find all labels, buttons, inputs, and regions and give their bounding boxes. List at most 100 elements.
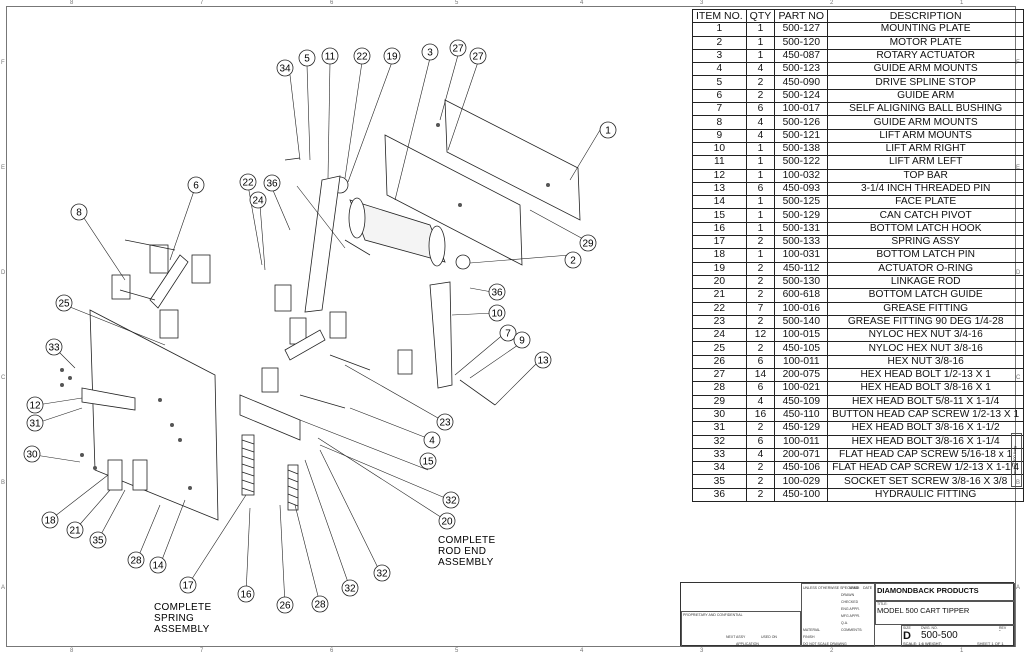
- bom-qty: 2: [745, 341, 776, 356]
- balloon-number: 14: [152, 561, 164, 572]
- bom-part-no: 100-016: [774, 301, 829, 316]
- balloon-number: 22: [356, 52, 368, 63]
- zone-column-number: 8: [70, 648, 74, 654]
- balloon-number: 29: [582, 239, 594, 250]
- zone-column-number: 5: [455, 648, 459, 654]
- bom-item-no: 8: [692, 115, 747, 130]
- note-line: ROD END: [438, 546, 486, 557]
- bom-qty: 1: [745, 248, 776, 263]
- drawing-number: 500-500: [921, 630, 958, 641]
- bom-qty: 4: [745, 128, 776, 143]
- bom-item-no: 35: [692, 474, 747, 489]
- bom-item-no: 18: [692, 248, 747, 263]
- note-line: ASSEMBLY: [154, 624, 210, 635]
- balloon-number: 25: [58, 299, 70, 310]
- item-balloon: 32: [341, 579, 359, 597]
- bom-description: FLAT HEAD CAP SCREW 5/16-18 x 1: [827, 447, 1024, 463]
- bom-description: GUIDE ARM: [827, 88, 1024, 104]
- balloon-number: 20: [441, 517, 453, 528]
- item-balloon: 10: [488, 304, 506, 322]
- bom-part-no: 500-122: [774, 155, 829, 170]
- balloon-number: 36: [491, 288, 503, 299]
- balloon-number: 1: [605, 126, 611, 137]
- item-balloon: 8: [70, 203, 88, 221]
- bom-qty: 2: [745, 235, 776, 250]
- item-balloon: 35: [89, 531, 107, 549]
- bom-part-no: 500-127: [774, 22, 829, 37]
- bom-description: SOCKET SET SCREW 3/8-16 X 3/8: [827, 474, 1024, 489]
- balloon-number: 3: [427, 48, 433, 59]
- bom-description: LIFT ARM LEFT: [827, 155, 1024, 170]
- bom-description: MOUNTING PLATE: [827, 22, 1024, 37]
- mounting-plate: [444, 99, 581, 221]
- item-balloon: 6: [187, 176, 205, 194]
- zone-column-number: 1: [960, 0, 964, 6]
- balloon-number: 33: [48, 343, 60, 354]
- bom-description: DRIVE SPLINE STOP: [827, 75, 1024, 90]
- bom-part-no: 500-140: [774, 314, 829, 330]
- bom-item-no: 24: [692, 328, 747, 343]
- bom-part-no: 100-017: [774, 102, 829, 117]
- bom-part-no: 450-100: [774, 487, 829, 502]
- note-line: COMPLETE: [154, 602, 211, 613]
- item-balloon: 4: [423, 431, 441, 449]
- bom-description: HEX NUT 3/8-16: [827, 354, 1024, 370]
- bom-qty: 1: [745, 48, 776, 64]
- balloon-number: 24: [252, 196, 264, 207]
- bom-part-no: 500-129: [774, 208, 829, 223]
- bom-part-no: 450-090: [774, 75, 829, 90]
- bom-description: BUTTON HEAD CAP SCREW 1/2-13 X 1: [827, 407, 1024, 423]
- note-line: ASSEMBLY: [438, 557, 494, 568]
- rod-end-assembly-note: COMPLETE ROD END ASSEMBLY: [438, 535, 495, 568]
- item-balloon: 21: [66, 521, 84, 539]
- item-balloon: 24: [249, 191, 267, 209]
- bom-qty: 1: [745, 22, 776, 37]
- bom-item-no: 28: [692, 381, 747, 396]
- bom-part-no: 200-071: [774, 447, 829, 463]
- bom-part-no: 100-015: [774, 328, 829, 343]
- item-balloon: 30: [23, 445, 41, 463]
- side-tab-label: model 500 Assy: [1011, 433, 1022, 487]
- note-line: SPRING: [154, 613, 194, 624]
- tb-label-mfg-appr: MFG APPR.: [841, 614, 861, 618]
- bom-item-no: 15: [692, 208, 747, 223]
- bom-item-no: 12: [692, 168, 747, 183]
- zone-row-letter: B: [1016, 480, 1021, 486]
- tb-label-used-on: USED ON: [761, 635, 777, 639]
- bom-qty: 1: [745, 141, 776, 157]
- balloon-number: 6: [193, 181, 199, 192]
- item-balloon: 28: [311, 595, 329, 613]
- bom-description: HEX HEAD BOLT 3/8-16 X 1-1/4: [827, 434, 1024, 449]
- bom-part-no: 500-120: [774, 35, 829, 50]
- balloon-number: 30: [26, 450, 38, 461]
- bom-part-no: 450-110: [774, 407, 829, 423]
- tb-label-next-assy: NEXT ASSY: [726, 635, 746, 639]
- bom-qty: 2: [745, 88, 776, 104]
- tb-label-date: DATE: [863, 586, 873, 590]
- bom-item-no: 3: [692, 48, 747, 64]
- bom-item-no: 21: [692, 288, 747, 303]
- balloon-number: 18: [44, 516, 56, 527]
- balloon-number: 11: [325, 52, 336, 63]
- balloon-number: 2: [570, 256, 576, 267]
- bom-item-no: 7: [692, 102, 747, 117]
- tb-label-title: TITLE:: [877, 602, 888, 606]
- balloon-number: 19: [386, 52, 398, 63]
- item-balloon: 19: [383, 47, 401, 65]
- balloon-number: 32: [445, 496, 457, 507]
- item-balloon: 28: [127, 551, 145, 569]
- bom-qty: 2: [745, 421, 776, 436]
- bom-header-qty: QTY: [745, 8, 776, 24]
